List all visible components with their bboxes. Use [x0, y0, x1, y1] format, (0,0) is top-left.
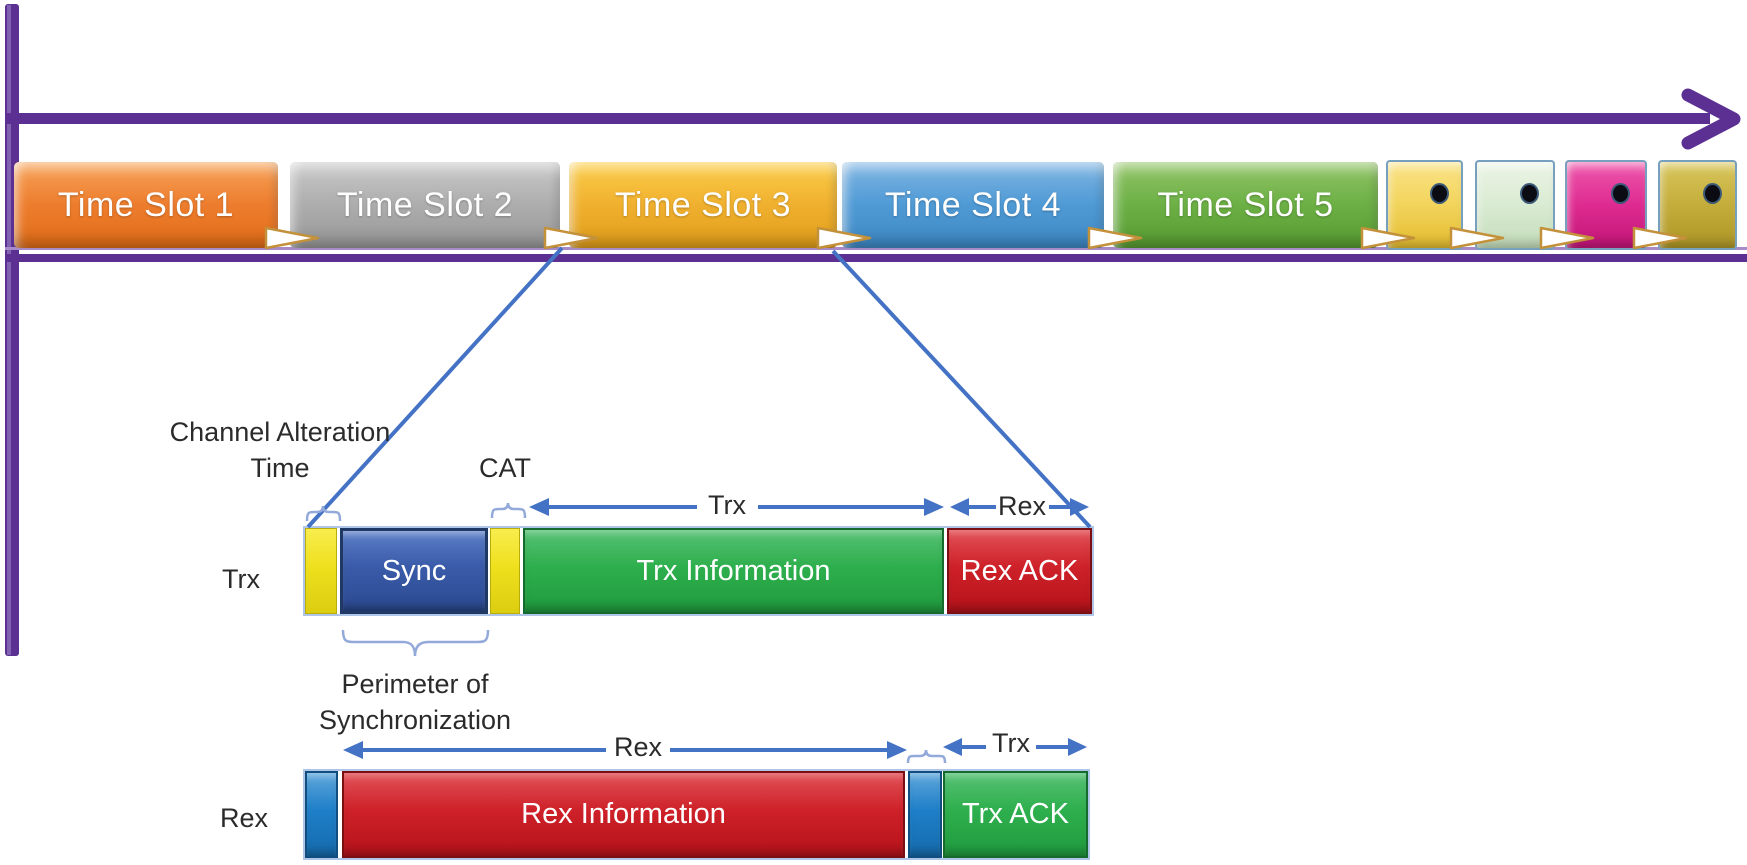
continuation-slot-3	[1565, 160, 1647, 250]
sync-segment: Sync	[340, 528, 488, 614]
continuation-slot-4	[1658, 160, 1737, 250]
trx-ack-label: Trx ACK	[962, 798, 1069, 830]
rex-ack-segment: Rex ACK	[947, 528, 1092, 614]
trx-cat-guard-segment-1	[305, 528, 337, 614]
time-slot-1-box: Time Slot 1	[14, 162, 278, 248]
rex-frame-bar: Rex Information Trx ACK	[303, 769, 1090, 860]
ellipsis-dot-icon	[1520, 183, 1540, 204]
time-slot-3-box: Time Slot 3	[569, 162, 837, 248]
ellipsis-dot-icon	[1702, 183, 1722, 204]
time-slot-3-label: Time Slot 3	[614, 185, 792, 224]
timeline-arrowhead-icon	[1681, 88, 1741, 150]
rex-row-label: Rex	[219, 803, 268, 833]
time-slot-5-label: Time Slot 5	[1157, 185, 1334, 224]
time-slot-4-label: Time Slot 4	[884, 185, 1062, 224]
trx-information-label: Trx Information	[636, 554, 831, 587]
time-axis-vertical-highlight	[7, 5, 11, 655]
trx-ack-segment: Trx ACK	[943, 771, 1088, 858]
rex-guard-segment-1	[305, 771, 338, 858]
time-slot-1-label: Time Slot 1	[57, 185, 235, 224]
sync-segment-label: Sync	[381, 554, 447, 587]
trx-span-top-label: Trx	[708, 490, 746, 520]
rex-span-bottom-label: Rex	[613, 732, 662, 762]
rex-ack-label: Rex ACK	[960, 554, 1079, 587]
trx-information-segment: Trx Information	[523, 528, 944, 614]
slot-baseline-light	[5, 247, 1747, 250]
time-slot-4-box: Time Slot 4	[842, 162, 1104, 248]
channel-alteration-time-label: Channel Alteration Time	[169, 417, 391, 483]
time-slot-2-label: Time Slot 2	[336, 185, 514, 224]
trx-cat-guard-segment-2	[490, 528, 520, 614]
continuation-slot-1	[1386, 160, 1463, 250]
trx-frame-bar: Sync Trx Information Rex ACK	[303, 526, 1094, 616]
trx-row-label: Trx	[222, 564, 260, 594]
continuation-slot-2	[1475, 160, 1555, 250]
time-slot-2-box: Time Slot 2	[290, 162, 560, 248]
rex-information-segment: Rex Information	[342, 771, 905, 858]
time-slot-5-box: Time Slot 5	[1113, 162, 1378, 248]
trx-span-bottom-label: Trx	[992, 728, 1030, 758]
ellipsis-dot-icon	[1429, 183, 1449, 204]
perimeter-of-synchronization-label: Perimeter of Synchronization	[318, 669, 512, 735]
cat-label: CAT	[479, 453, 531, 483]
slot-baseline-dark	[5, 254, 1747, 262]
rex-span-top-label: Rex	[997, 491, 1046, 521]
rex-information-label: Rex Information	[521, 798, 726, 830]
rex-guard-segment-2	[908, 771, 942, 858]
ellipsis-dot-icon	[1611, 183, 1631, 204]
timeline-arrow-shaft	[5, 113, 1710, 124]
